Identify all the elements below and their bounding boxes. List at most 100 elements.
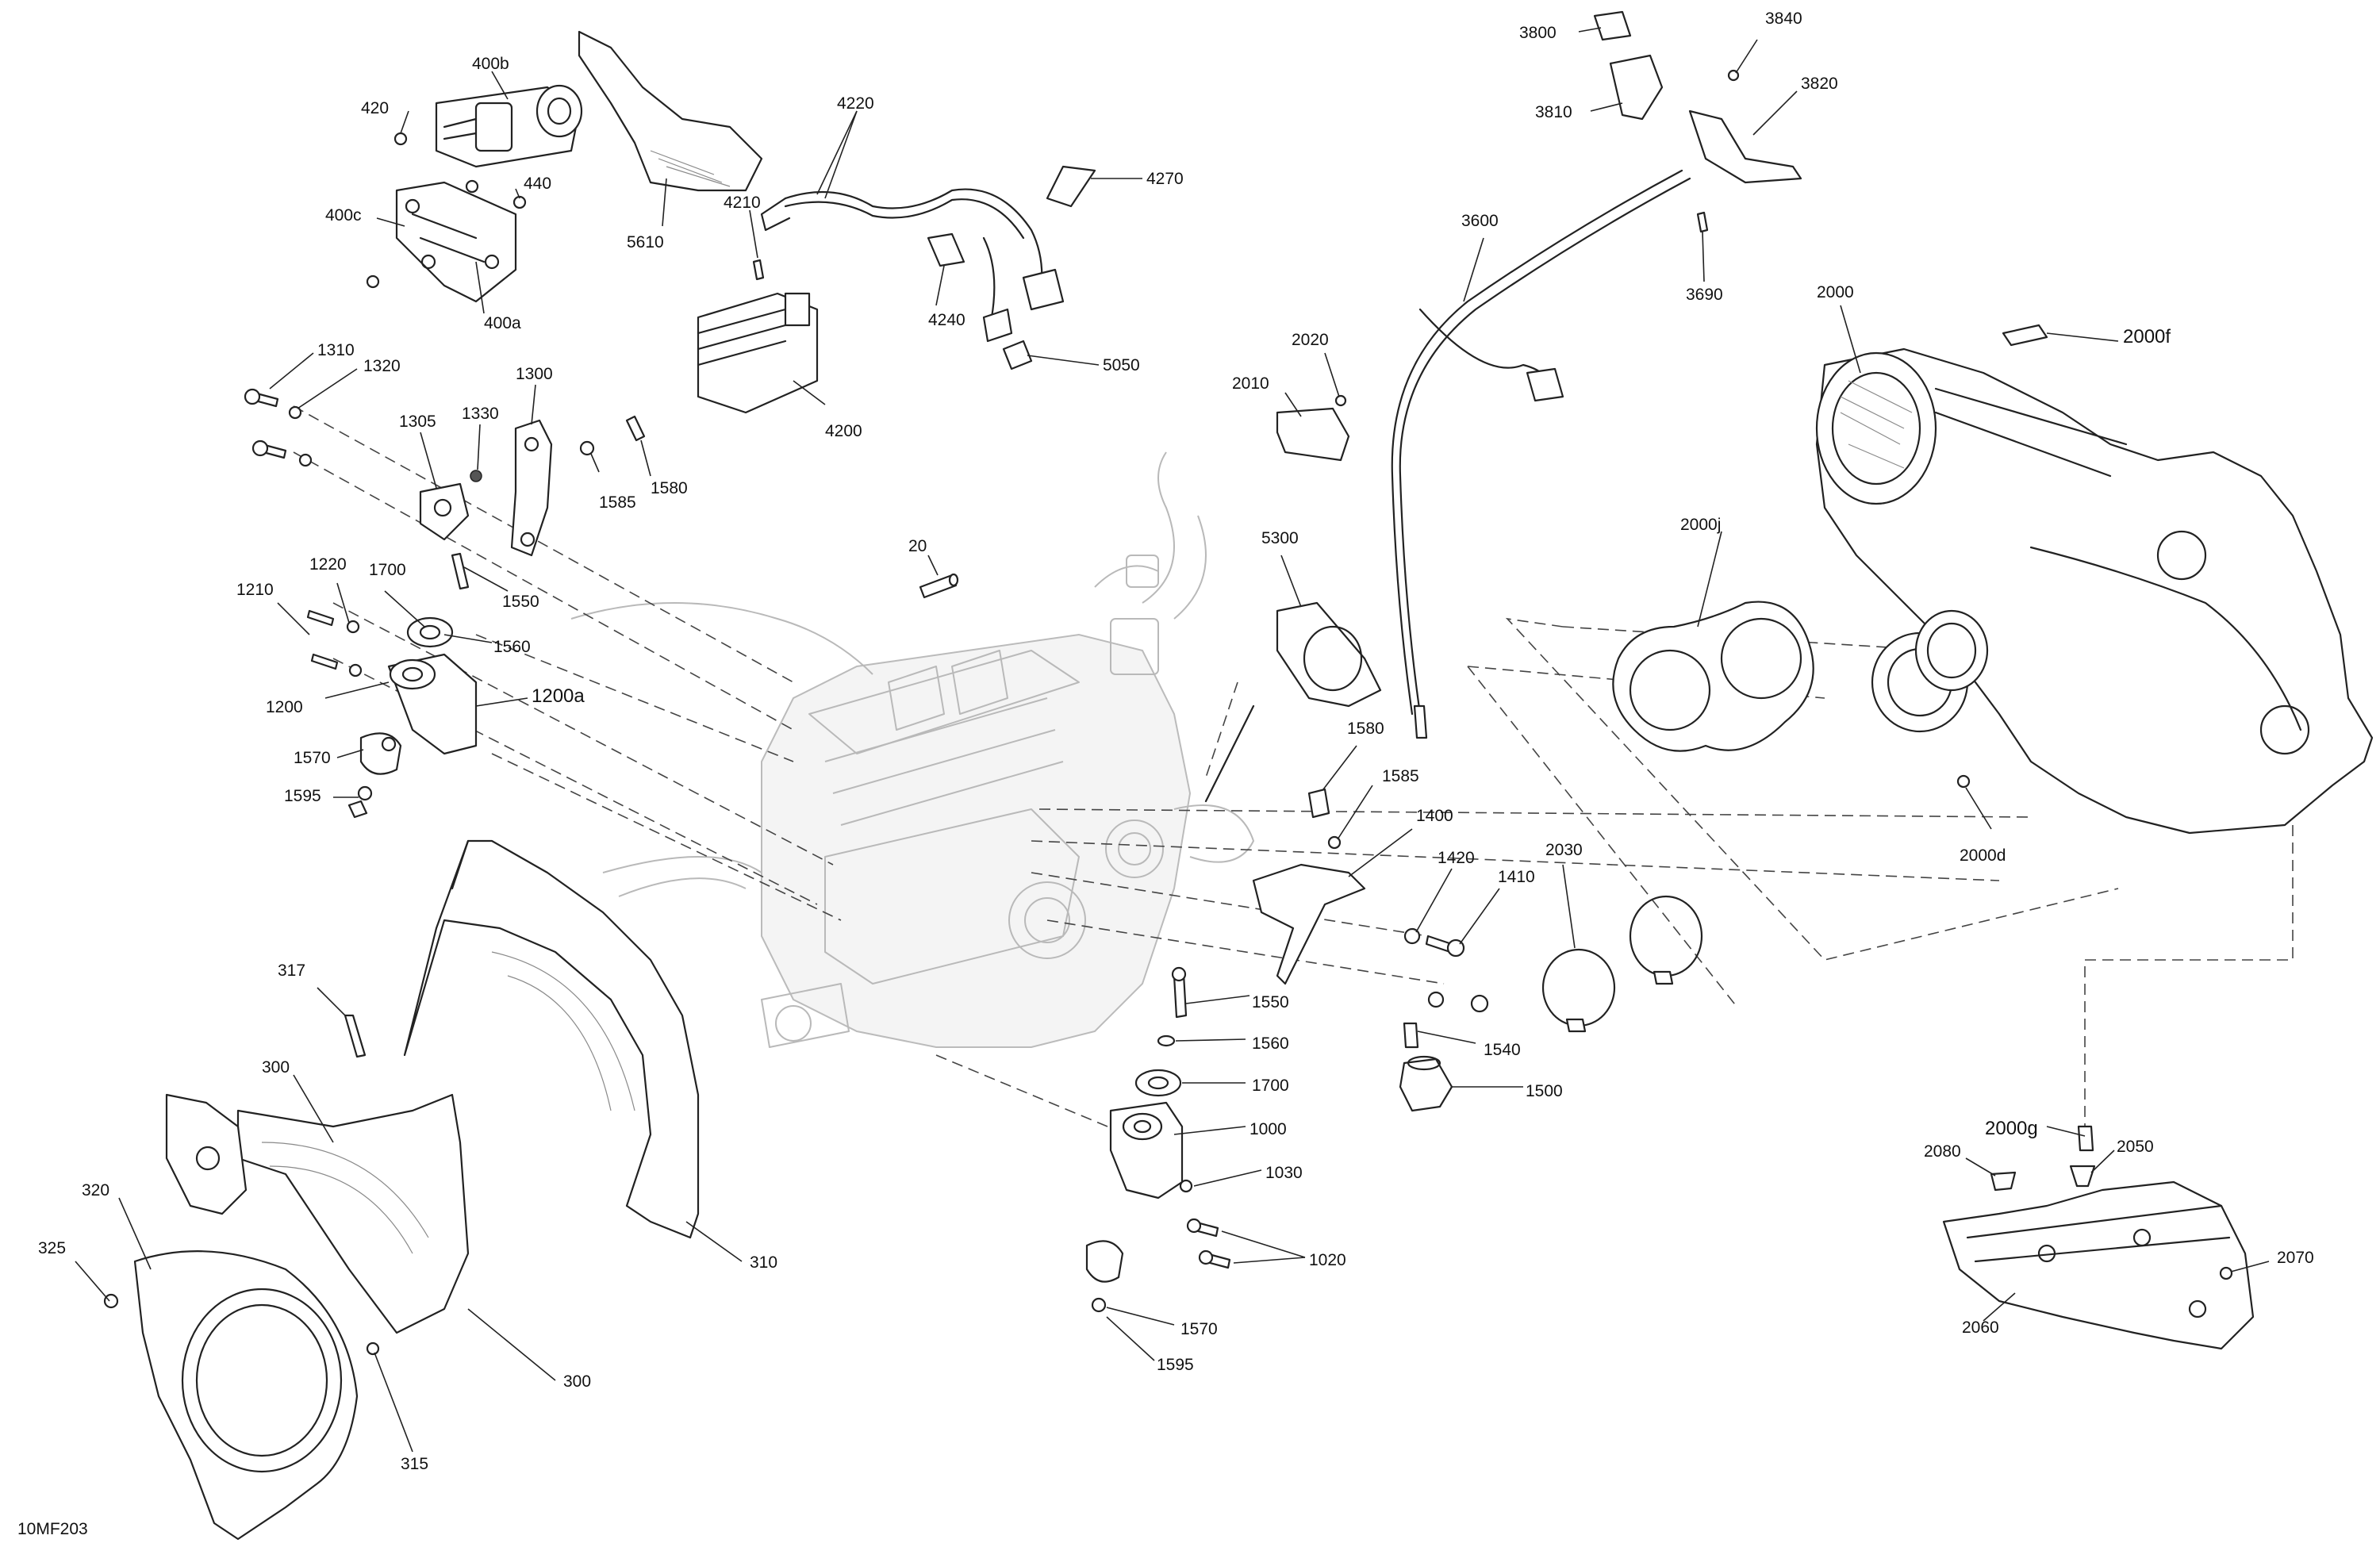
callout-2010: 2010	[1232, 374, 1269, 393]
part-300-inner-guard	[236, 1093, 470, 1334]
callout-labels: 400b 420 440 400c 400a 5610 4220 4210 42…	[38, 10, 2314, 1473]
part-2000j-gasket	[1612, 601, 1814, 752]
callout-440: 440	[524, 175, 551, 193]
part-1595-nut	[347, 785, 373, 819]
part-1305-mount	[419, 482, 470, 541]
part-310-guard	[403, 839, 700, 1239]
callout-1330: 1330	[462, 405, 499, 423]
callout-400c: 400c	[325, 206, 362, 225]
part-3600-cable	[1391, 169, 1691, 739]
callout-2030: 2030	[1545, 841, 1583, 859]
part-5050-connector	[1002, 340, 1033, 370]
bolts-1020-1030	[1179, 1179, 1231, 1269]
callout-300-left: 300	[262, 1058, 290, 1077]
callout-1220: 1220	[309, 555, 347, 574]
fasteners-2000g-2050-2080-2070	[1990, 1125, 2233, 1280]
callout-4220: 4220	[837, 94, 874, 113]
callout-3840: 3840	[1765, 10, 1802, 28]
part-4210-screw	[752, 259, 765, 281]
part-300-mechanism	[165, 1093, 248, 1215]
callout-1585-upper: 1585	[599, 493, 636, 512]
fasteners-317-315-325	[103, 1014, 380, 1356]
part-3810-bracket	[1609, 54, 1664, 121]
callout-2000: 2000	[1817, 283, 1854, 301]
callout-320: 320	[82, 1181, 109, 1199]
callout-4240: 4240	[928, 311, 965, 329]
fasteners-1330-1585-1580	[470, 415, 646, 482]
callout-2000f: 2000f	[2123, 326, 2171, 347]
callout-1210: 1210	[236, 581, 274, 599]
callout-1700-lower: 1700	[1252, 1077, 1289, 1095]
callout-310: 310	[750, 1253, 777, 1272]
callout-1595-upper: 1595	[284, 787, 321, 805]
part-2060-bracket	[1942, 1180, 2255, 1350]
callout-1585-right: 1585	[1382, 767, 1419, 785]
callout-1540: 1540	[1484, 1041, 1521, 1059]
callout-1300: 1300	[516, 365, 553, 383]
part-1550-bolt-lower	[1171, 966, 1188, 1019]
callout-420: 420	[361, 99, 389, 117]
callout-3690: 3690	[1686, 286, 1723, 304]
callout-1410: 1410	[1498, 868, 1535, 886]
bolts-1310-1320	[244, 388, 313, 467]
part-2000f-seal	[2002, 324, 2048, 347]
callout-1420: 1420	[1438, 849, 1475, 867]
callout-1200: 1200	[266, 698, 303, 716]
callout-1200a: 1200a	[532, 685, 585, 707]
part-3690-screw	[1696, 211, 1709, 233]
part-20-pin	[919, 573, 959, 599]
callout-3810: 3810	[1535, 103, 1572, 121]
drawing-code: 10MF203	[17, 1520, 88, 1538]
leader-lines	[75, 27, 2270, 1453]
part-400a-bracket	[395, 181, 517, 303]
callout-20: 20	[908, 537, 927, 555]
callout-1305: 1305	[399, 413, 436, 431]
callout-300-right: 300	[563, 1372, 591, 1391]
alignment-lines	[293, 405, 2294, 1135]
part-2000d-nut	[1956, 774, 1971, 789]
part-1550-stud	[451, 552, 470, 590]
fasteners-1420-1410	[1403, 927, 1489, 1013]
callout-317: 317	[278, 961, 305, 980]
callout-1700-upper: 1700	[369, 561, 406, 579]
callout-2000d: 2000d	[1960, 846, 2006, 865]
callout-1020: 1020	[1309, 1251, 1346, 1269]
callout-1550-upper: 1550	[502, 593, 539, 611]
part-1595-nut-lower	[1091, 1297, 1107, 1313]
callout-2080: 2080	[1924, 1142, 1961, 1161]
callout-2050: 2050	[2117, 1138, 2154, 1156]
part-5300-window	[1204, 601, 1382, 803]
callout-1595-lower: 1595	[1157, 1356, 1194, 1374]
callout-1500: 1500	[1526, 1082, 1563, 1100]
callout-400b: 400b	[472, 55, 509, 73]
engine-block	[570, 451, 1254, 1048]
part-1500-mount	[1399, 1022, 1453, 1112]
part-2030-clamps	[1541, 895, 1703, 1033]
part-4240-clip	[927, 232, 965, 267]
callout-4210: 4210	[724, 194, 761, 212]
callout-2070: 2070	[2277, 1249, 2314, 1267]
callout-5050: 5050	[1103, 356, 1140, 374]
callout-1000: 1000	[1250, 1120, 1287, 1138]
callout-1310: 1310	[317, 341, 355, 359]
part-2000-airbox	[1815, 347, 2374, 835]
callout-2060: 2060	[1962, 1318, 1999, 1337]
callout-1550-lower: 1550	[1252, 993, 1289, 1011]
bolts-1210-1220	[306, 609, 363, 677]
callout-325: 325	[38, 1239, 66, 1257]
callout-1400: 1400	[1416, 807, 1453, 825]
part-2010-sensor	[1276, 394, 1350, 462]
part-4270-tie	[1046, 165, 1096, 208]
callout-1320: 1320	[363, 357, 401, 375]
fasteners-1580-1585	[1307, 788, 1342, 850]
part-5610-cover	[578, 30, 763, 192]
part-3800-clip	[1593, 10, 1632, 41]
callout-1560-lower: 1560	[1252, 1034, 1289, 1053]
part-4200-module	[697, 292, 819, 414]
callout-400a: 400a	[484, 314, 521, 332]
callout-4200: 4200	[825, 422, 862, 440]
part-1700-damper-lower	[1134, 1069, 1182, 1097]
callout-3820: 3820	[1801, 75, 1838, 93]
part-1570-rubber-mount	[359, 732, 402, 775]
